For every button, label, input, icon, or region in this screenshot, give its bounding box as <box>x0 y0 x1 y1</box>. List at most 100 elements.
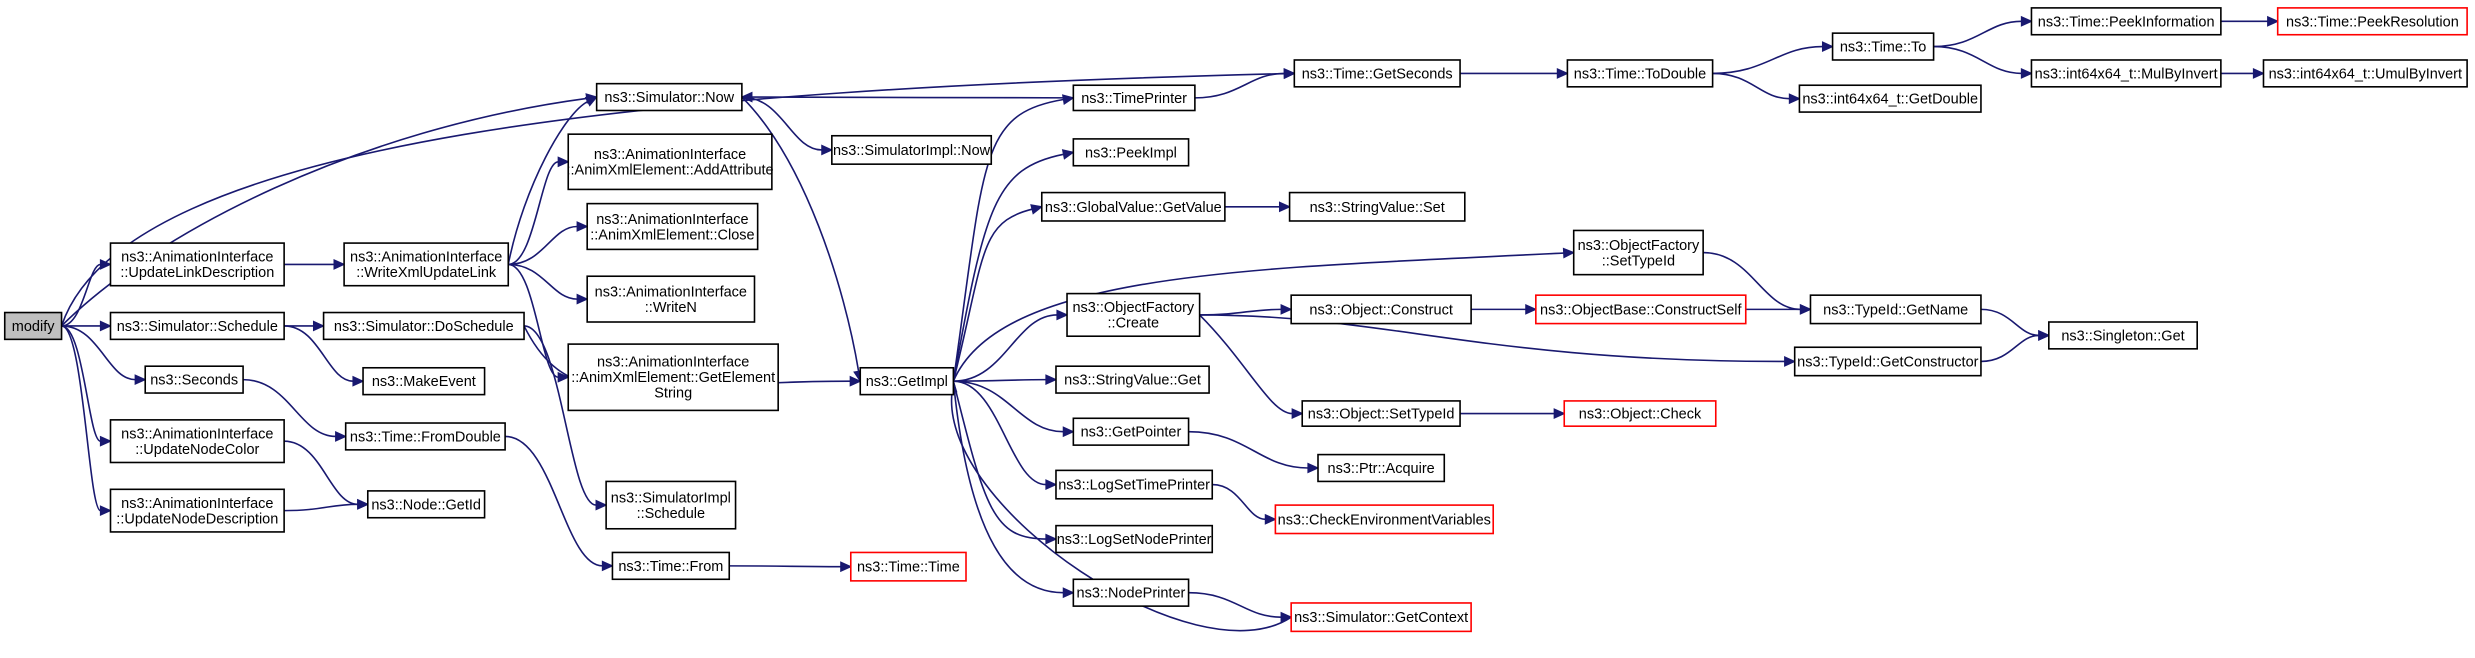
node-implNow[interactable]: ns3::SimulatorImpl::Now <box>831 134 993 165</box>
node-svSet[interactable]: ns3::StringValue::Set <box>1288 191 1466 222</box>
arrowhead-icon <box>740 91 753 103</box>
node-label-line: ns3::CheckEnvironmentVariables <box>1278 512 1491 528</box>
arrowhead-icon <box>576 221 589 232</box>
node-getId[interactable]: ns3::Node::GetId <box>366 490 486 519</box>
node-logSetNode[interactable]: ns3::LogSetNodePrinter <box>1055 524 1214 554</box>
node-label-line: ns3::Time::To <box>1840 40 1927 56</box>
node-timeTime[interactable]: ns3::Time::Time <box>849 551 967 582</box>
node-timePrinter[interactable]: ns3::TimePrinter <box>1072 84 1196 112</box>
node-objCheck[interactable]: ns3::Object::Check <box>1563 400 1717 427</box>
node-box <box>2262 59 2468 88</box>
node-box <box>1040 191 1226 222</box>
arrowhead-icon <box>99 320 112 332</box>
edge-typeIdGetCtor-to-singletonGet <box>1980 334 2039 363</box>
node-timeTo[interactable]: ns3::Time::To <box>1831 32 1935 61</box>
node-writeXmlUpd[interactable]: ns3::AnimationInterface::WriteXmlUpdateL… <box>343 242 510 287</box>
node-box <box>831 134 993 165</box>
node-makeEvent[interactable]: ns3::MakeEvent <box>362 366 486 396</box>
node-label-line: ns3::AnimationInterface <box>350 250 502 266</box>
node-label-line: ns3::int64x64_t::UmulByInvert <box>2269 66 2462 82</box>
node-logSetTime[interactable]: ns3::LogSetTimePrinter <box>1055 469 1214 500</box>
node-box <box>366 490 486 519</box>
arrowhead-icon <box>584 96 598 107</box>
edge-modify-to-updNodeColor <box>61 325 101 442</box>
edge-getImpl-to-svGet <box>953 378 1046 382</box>
node-box <box>109 419 285 464</box>
node-box <box>1288 191 1466 222</box>
node-box <box>1572 229 1704 276</box>
node-box <box>2030 59 2222 88</box>
node-fromDouble[interactable]: ns3::Time::FromDouble <box>344 422 506 451</box>
node-peekImpl[interactable]: ns3::PeekImpl <box>1072 138 1190 167</box>
node-box <box>1301 400 1461 427</box>
node-constructSelf[interactable]: ns3::ObjectBase::ConstructSelf <box>1535 294 1747 325</box>
node-typeIdGetName[interactable]: ns3::TypeId::GetName <box>1809 294 1982 325</box>
arrowhead-icon <box>1525 303 1538 315</box>
node-timeFrom[interactable]: ns3::Time::From <box>611 551 731 581</box>
node-label-line: ns3::ObjectFactory <box>1578 238 1700 254</box>
node-label-line: ns3::Node::GetId <box>371 497 481 513</box>
node-label-line: ns3::Time::FromDouble <box>350 429 501 445</box>
node-objConstruct[interactable]: ns3::Object::Construct <box>1290 294 1472 325</box>
node-doSchedule[interactable]: ns3::Simulator::DoSchedule <box>322 311 525 341</box>
arrowhead-icon <box>333 258 346 270</box>
node-getPointer[interactable]: ns3::GetPointer <box>1072 417 1190 446</box>
node-toDouble[interactable]: ns3::Time::ToDouble <box>1566 59 1714 88</box>
node-checkEnv[interactable]: ns3::CheckEnvironmentVariables <box>1274 504 1495 535</box>
node-updLinkDesc[interactable]: ns3::AnimationInterface::UpdateLinkDescr… <box>109 242 285 287</box>
edge-timePrinter-to-getSeconds <box>1194 72 1285 99</box>
node-typeIdGetCtor[interactable]: ns3::TypeId::GetConstructor <box>1793 346 1982 377</box>
node-box <box>1072 84 1196 112</box>
node-now[interactable]: ns3::Simulator::Now <box>595 82 743 112</box>
node-modify[interactable]: modify <box>3 311 63 341</box>
arrowhead-icon <box>1061 149 1075 160</box>
node-box <box>859 366 955 396</box>
node-label-line: ::Create <box>1108 316 1160 332</box>
arrowhead-icon <box>1045 479 1058 491</box>
node-objSetTypeId[interactable]: ns3::Object::SetTypeId <box>1301 400 1461 427</box>
arrowhead-icon <box>1280 303 1293 315</box>
arrowhead-icon <box>1062 426 1075 438</box>
node-label-line: ::SetTypeId <box>1602 253 1675 269</box>
node-peekInfo[interactable]: ns3::Time::PeekInformation <box>2030 7 2222 36</box>
node-getElemStr[interactable]: ns3::AnimationInterface::AnimXmlElement:… <box>567 343 779 412</box>
edge-toDouble-to-i64GetDouble <box>1712 72 1790 100</box>
node-box <box>1809 294 1982 325</box>
node-label-line: ns3::AnimationInterface <box>597 355 749 371</box>
node-box <box>2048 321 2198 350</box>
node-addAttr[interactable]: ns3::AnimationInterface::AnimXmlElement:… <box>566 133 774 191</box>
node-nodePrinter[interactable]: ns3::NodePrinter <box>1072 578 1190 607</box>
node-umulByInvert[interactable]: ns3::int64x64_t::UmulByInvert <box>2262 59 2468 88</box>
node-getImpl[interactable]: ns3::GetImpl <box>859 366 955 396</box>
node-close[interactable]: ns3::AnimationInterface::AnimXmlElement:… <box>586 202 759 251</box>
node-ofSetTypeId[interactable]: ns3::ObjectFactory::SetTypeId <box>1572 229 1704 276</box>
edge-typeIdGetName-to-singletonGet <box>1980 308 2039 337</box>
node-ofCreate[interactable]: ns3::ObjectFactory::Create <box>1066 292 1201 338</box>
node-box <box>849 551 967 582</box>
node-box <box>2276 7 2468 36</box>
arrowhead-icon <box>1556 67 1569 79</box>
node-svGet[interactable]: ns3::StringValue::Get <box>1055 365 1210 394</box>
node-label-line: ns3::Time::PeekInformation <box>2038 14 2215 30</box>
node-label-line: modify <box>12 319 55 335</box>
node-singletonGet[interactable]: ns3::Singleton::Get <box>2048 321 2198 350</box>
edge-toDouble-to-timeTo <box>1712 45 1823 75</box>
node-schedule[interactable]: ns3::Simulator::Schedule <box>109 311 285 341</box>
arrowhead-icon <box>595 499 608 511</box>
node-writeN[interactable]: ns3::AnimationInterface::WriteN <box>586 275 756 323</box>
node-gvGetValue[interactable]: ns3::GlobalValue::GetValue <box>1040 191 1226 222</box>
node-getSeconds[interactable]: ns3::Time::GetSeconds <box>1293 59 1461 88</box>
node-mulByInvert[interactable]: ns3::int64x64_t::MulByInvert <box>2030 59 2222 88</box>
node-updNodeDesc[interactable]: ns3::AnimationInterface::UpdateNodeDescr… <box>109 488 285 533</box>
node-getContext[interactable]: ns3::Simulator::GetContext <box>1290 602 1472 633</box>
node-i64GetDouble[interactable]: ns3::int64x64_t::GetDouble <box>1798 84 1982 113</box>
node-implSchedule[interactable]: ns3::SimulatorImpl::Schedule <box>605 480 737 530</box>
node-updNodeColor[interactable]: ns3::AnimationInterface::UpdateNodeColor <box>109 419 285 464</box>
node-seconds[interactable]: ns3::Seconds <box>144 365 244 394</box>
node-ptrAcquire[interactable]: ns3::Ptr::Acquire <box>1317 453 1446 483</box>
node-box <box>2030 7 2222 36</box>
node-peekRes[interactable]: ns3::Time::PeekResolution <box>2276 7 2468 36</box>
edge-modify-to-updLinkDesc <box>61 263 101 327</box>
node-label-line: ns3::Simulator::DoSchedule <box>334 319 514 335</box>
arrowhead-icon <box>1045 533 1058 545</box>
